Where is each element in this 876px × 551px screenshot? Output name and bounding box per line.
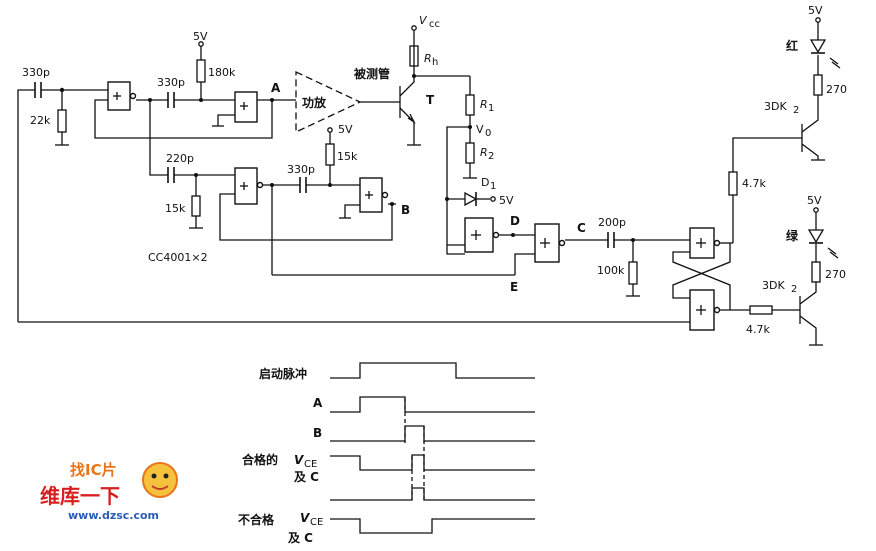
label-vcc: V: [419, 14, 428, 27]
label-node-d: D: [510, 214, 520, 228]
label-ic: CC4001×2: [148, 251, 208, 264]
label-r2: R: [480, 146, 488, 159]
label-v0-sub: 0: [485, 128, 491, 139]
timing-label-start: 启动脉冲: [259, 366, 307, 381]
label-node-c: C: [577, 221, 586, 235]
label-node-b: B: [401, 203, 410, 217]
timing-label-pass-sub: CE: [304, 459, 317, 470]
watermark-line1: 找IC片: [70, 461, 117, 479]
label-c200: 200p: [598, 216, 626, 229]
label-r1-sub: 1: [488, 103, 494, 114]
label-d1-sub: 1: [490, 181, 496, 192]
output-section: [672, 17, 841, 346]
label-q1: 3DK: [764, 100, 787, 113]
label-d1-5v: 5V: [499, 194, 514, 207]
timing-label-fail-v: V: [300, 511, 311, 525]
label-dut: 被测管: [354, 66, 390, 81]
label-vcc-sub: cc: [429, 19, 440, 30]
timing-label-fail-sub: CE: [310, 517, 323, 528]
label-c220: 220p: [166, 152, 194, 165]
label-5v-red: 5V: [808, 4, 823, 17]
label-r22k: 22k: [30, 114, 51, 127]
input-section: [17, 41, 690, 323]
label-r270-2: 270: [825, 268, 846, 281]
label-r15k-2: 15k: [165, 202, 186, 215]
label-rh: R: [424, 52, 432, 65]
label-q2-sub: 2: [791, 284, 797, 295]
timing-label-pass: 合格的: [242, 452, 278, 467]
watermark-logo: 找IC片 维库一下 www.dzsc.com: [40, 461, 178, 522]
timing-label-a: A: [313, 396, 323, 410]
label-r15k-1: 15k: [337, 150, 358, 163]
label-r180k: 180k: [208, 66, 236, 79]
timing-label-pass-v: V: [294, 453, 305, 467]
dut-section: [399, 25, 690, 297]
timing-label-pass-c: 及 C: [294, 470, 319, 484]
label-r100k: 100k: [597, 264, 625, 277]
label-q2: 3DK: [762, 279, 785, 292]
label-red: 红: [786, 38, 798, 53]
timing-label-fail-c: 及 C: [288, 531, 313, 545]
label-green: 绿: [786, 228, 799, 243]
label-r47k-1: 4.7k: [742, 177, 766, 190]
label-r1: R: [480, 98, 488, 111]
label-5v-2: 5V: [338, 123, 353, 136]
timing-label-fail: 不合格: [238, 512, 275, 527]
watermark-url: www.dzsc.com: [68, 509, 159, 522]
watermark-line2: 维库一下: [40, 484, 120, 508]
timing-diagram: [330, 362, 535, 534]
pulse-b-section: [149, 100, 515, 276]
label-r270-1: 270: [826, 83, 847, 96]
label-c330-3: 330p: [287, 163, 315, 176]
label-transistor-t: T: [426, 93, 435, 107]
label-v0: V: [476, 123, 484, 136]
timing-label-b: B: [313, 426, 322, 440]
label-q1-sub: 2: [793, 105, 799, 116]
label-5v-1: 5V: [193, 30, 208, 43]
label-node-a: A: [271, 81, 281, 95]
label-rh-sub: h: [432, 57, 438, 68]
label-r2-sub: 2: [488, 151, 494, 162]
label-5v-green: 5V: [807, 194, 822, 207]
label-r47k-2: 4.7k: [746, 323, 770, 336]
label-d1: D: [481, 176, 489, 189]
label-amplifier: 功放: [302, 95, 327, 110]
label-c330-2: 330p: [157, 76, 185, 89]
label-node-e: E: [510, 280, 518, 294]
label-c330-in: 330p: [22, 66, 50, 79]
